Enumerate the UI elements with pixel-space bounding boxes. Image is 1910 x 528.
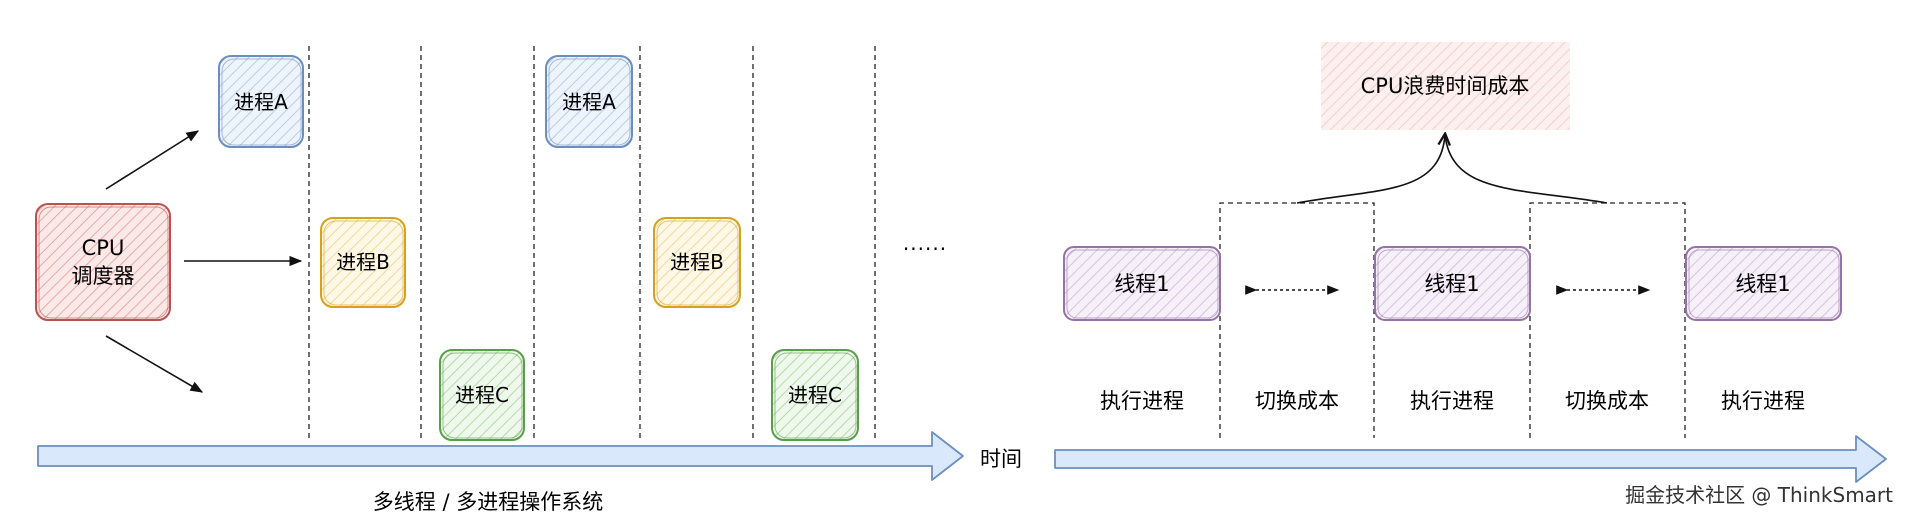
phase-label: 执行进程 <box>1100 389 1184 413</box>
switch-bracket-2 <box>1529 202 1686 438</box>
cpu-waste-box: CPU浪费时间成本 <box>1321 42 1570 130</box>
time-axis-right <box>1054 435 1887 483</box>
process-b-box-1: 进程B <box>320 217 406 308</box>
process-c-box-1: 进程C <box>439 349 525 441</box>
process-label: 进程C <box>455 383 509 407</box>
process-label: 进程B <box>336 250 390 274</box>
curve-from-switch-2 <box>1444 134 1608 204</box>
scheduler-arrows <box>105 130 303 393</box>
scheduler-label-line2: 调度器 <box>72 264 135 288</box>
time-axis-left <box>37 431 964 481</box>
process-label: 进程A <box>234 90 288 114</box>
phase-label: 切换成本 <box>1255 389 1339 413</box>
time-axis-label: 时间 <box>980 447 1022 471</box>
thread-box-2: 线程1 <box>1374 246 1531 321</box>
switch-brackets <box>1219 202 1686 438</box>
left-caption: 多线程 / 多进程操作系统 <box>373 490 603 514</box>
process-a-box-2: 进程A <box>545 55 633 148</box>
ellipsis-text: ...... <box>903 231 947 255</box>
watermark-text: 掘金技术社区 @ ThinkSmart <box>1625 483 1893 507</box>
process-b-box-2: 进程B <box>653 217 741 308</box>
process-a-box-1: 进程A <box>218 55 304 148</box>
phase-label: 执行进程 <box>1410 389 1494 413</box>
cpu-scheduler-box: CPU 调度器 <box>35 203 171 321</box>
switch-bracket-1 <box>1219 202 1375 438</box>
thread-box-3: 线程1 <box>1685 246 1842 321</box>
thread-label: 线程1 <box>1114 272 1169 296</box>
process-label: 进程A <box>562 90 616 114</box>
phase-label: 执行进程 <box>1721 389 1805 413</box>
thread-box-1: 线程1 <box>1063 246 1221 321</box>
timeline-separators <box>308 46 876 440</box>
arrow-to-process-c <box>105 335 204 393</box>
thread-label: 线程1 <box>1735 272 1790 296</box>
arrow-to-process-a <box>105 130 200 190</box>
thread-label: 线程1 <box>1424 272 1479 296</box>
cpu-waste-label: CPU浪费时间成本 <box>1361 74 1530 98</box>
phase-label: 切换成本 <box>1565 389 1649 413</box>
curve-from-switch-1 <box>1296 135 1445 204</box>
process-c-box-2: 进程C <box>771 349 859 441</box>
scheduler-label-line1: CPU <box>82 236 125 260</box>
process-label: 进程C <box>788 383 842 407</box>
process-label: 进程B <box>670 250 724 274</box>
waste-curves <box>1296 134 1608 204</box>
